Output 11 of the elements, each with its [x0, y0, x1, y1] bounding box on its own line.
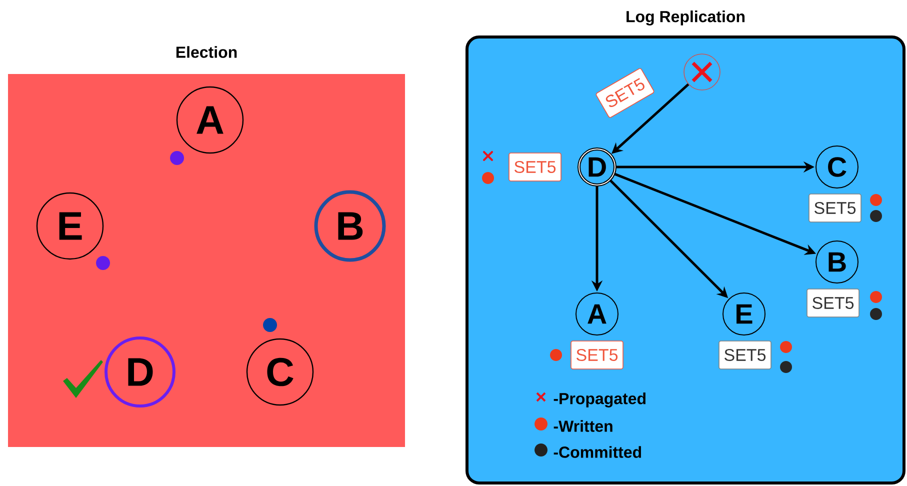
log-entry-box: SET5: [718, 340, 772, 370]
panel-title: Election: [176, 46, 237, 58]
log-entry-box: SET5: [508, 152, 562, 182]
log-entry-box: SET5: [570, 340, 624, 370]
cross-circle: [684, 54, 720, 90]
legend-label: -Committed: [554, 446, 642, 458]
log-entry-box: SET5: [806, 288, 860, 318]
panel-title: Log Replication: [626, 10, 744, 26]
legend-label: -Propagated: [554, 392, 646, 408]
legend-label: -Written: [554, 420, 612, 432]
log-entry-box: SET5: [808, 194, 862, 222]
